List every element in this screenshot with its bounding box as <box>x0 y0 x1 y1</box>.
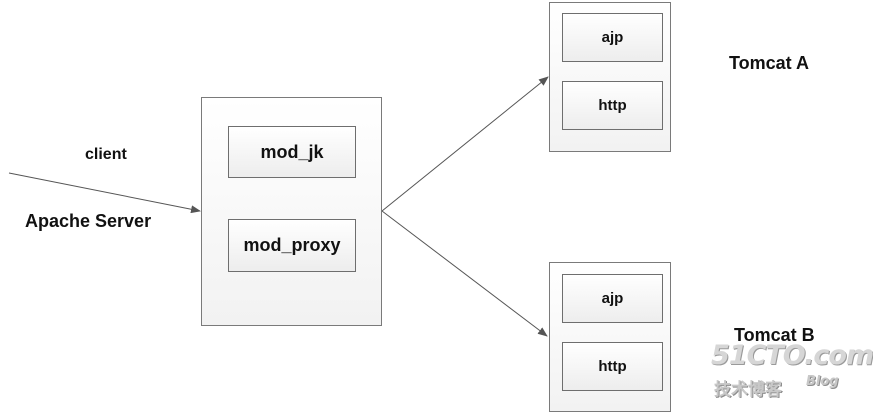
watermark-logo: 51CTO.com <box>711 340 873 371</box>
watermark-subtitle: 技术博客 <box>714 380 782 400</box>
tomcat-a-label: Tomcat A <box>729 53 810 73</box>
tomcat-b-connector-http: http <box>562 342 663 391</box>
client-to-apache-arrow <box>8 172 201 214</box>
apache-server-label: Apache Server <box>25 211 152 231</box>
module-mod-jk: mod_jk <box>228 126 356 178</box>
module-mod-proxy: mod_proxy <box>228 219 356 272</box>
client-label: client <box>85 146 127 163</box>
tomcat-b-label: Tomcat B <box>734 325 815 345</box>
apache-to-tomcat-b-arrow <box>381 210 548 337</box>
watermark-blog: Blog <box>806 374 839 389</box>
tomcat-a-connector-http: http <box>562 81 663 130</box>
apache-to-tomcat-a-arrow <box>381 76 549 212</box>
tomcat-b-connector-ajp: ajp <box>562 274 663 323</box>
tomcat-a-connector-ajp: ajp <box>562 13 663 62</box>
